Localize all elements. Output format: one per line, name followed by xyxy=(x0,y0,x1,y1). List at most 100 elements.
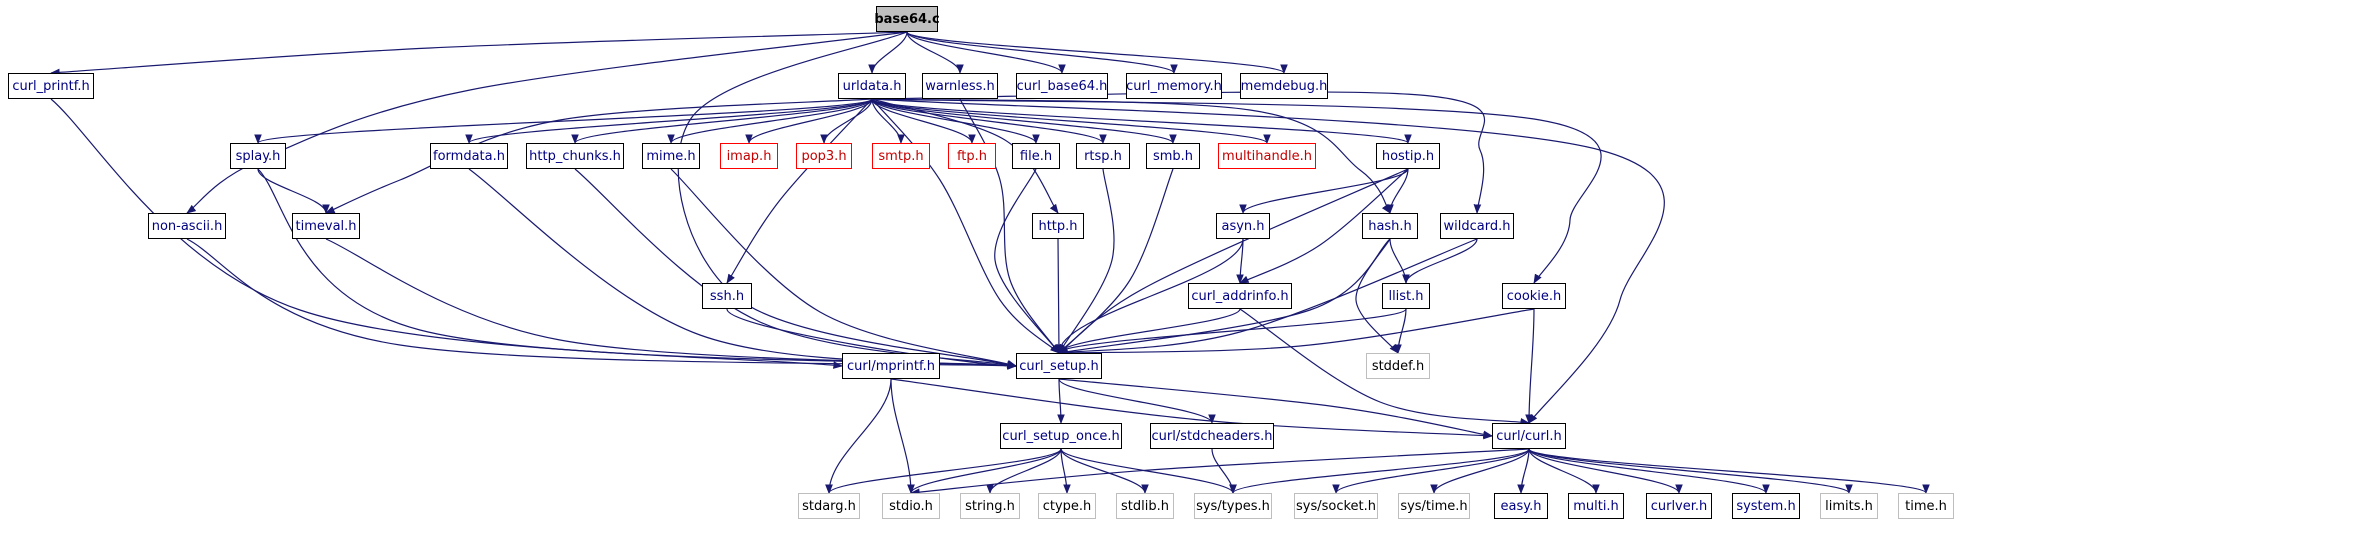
graph-node-ftp[interactable]: ftp.h xyxy=(948,143,996,169)
edge-curlcurl-to-sys_socket xyxy=(1332,448,1530,494)
graph-node-memdebug[interactable]: memdebug.h xyxy=(1240,73,1328,99)
edge-cookie-to-curlcurl xyxy=(1525,308,1535,424)
graph-node-curl_printf[interactable]: curl_printf.h xyxy=(8,73,94,99)
graph-node-base64: base64.c xyxy=(874,6,940,32)
edge-setup_once-to-stdarg xyxy=(825,448,1062,494)
graph-node-multihandle[interactable]: multihandle.h xyxy=(1218,143,1316,169)
graph-node-curl_setup[interactable]: curl_setup.h xyxy=(1016,353,1102,379)
edge-urldata-to-smtp xyxy=(871,98,905,144)
edge-urldata-to-curl_setup xyxy=(871,98,1060,354)
edge-curl_printf-to-mprintf xyxy=(50,98,843,369)
edge-curlcurl-to-curlver xyxy=(1528,448,1683,494)
graph-node-timeval[interactable]: timeval.h xyxy=(292,213,360,239)
graph-node-multi[interactable]: multi.h xyxy=(1568,493,1624,519)
graph-node-asyn[interactable]: asyn.h xyxy=(1216,213,1270,239)
edge-timeval-to-curl_setup xyxy=(325,238,1017,370)
graph-node-curlver[interactable]: curlver.h xyxy=(1646,493,1712,519)
graph-node-ssh[interactable]: ssh.h xyxy=(702,283,752,309)
edge-mprintf-to-stdio xyxy=(890,378,915,494)
edge-ssh-to-curl_setup xyxy=(726,308,1017,370)
graph-node-mprintf[interactable]: curl/mprintf.h xyxy=(842,353,940,379)
graph-node-curlcurl[interactable]: curl/curl.h xyxy=(1492,423,1566,449)
edge-setup_once-to-sys_types xyxy=(1060,448,1237,494)
graph-node-sys_time: sys/time.h xyxy=(1398,493,1470,519)
graph-node-curl_memory[interactable]: curl_memory.h xyxy=(1126,73,1222,99)
graph-node-pop3[interactable]: pop3.h xyxy=(796,143,852,169)
graph-node-hash[interactable]: hash.h xyxy=(1362,213,1418,239)
edge-curlcurl-to-sys_types xyxy=(1229,448,1530,494)
graph-node-curl_addrinfo[interactable]: curl_addrinfo.h xyxy=(1188,283,1292,309)
graph-node-http[interactable]: http.h xyxy=(1032,213,1084,239)
edge-base64-to-curl_memory xyxy=(906,31,1178,74)
edge-warnless-to-curl_setup xyxy=(959,98,1060,354)
graph-node-stdarg: stdarg.h xyxy=(798,493,860,519)
edge-urldata-to-smb xyxy=(871,98,1177,144)
edge-setup_once-to-stdlib xyxy=(1060,448,1149,494)
edge-urldata-to-mime xyxy=(667,98,873,144)
graph-node-mime[interactable]: mime.h xyxy=(642,143,700,169)
edge-llist-to-curl_setup xyxy=(1055,308,1407,354)
graph-node-urldata[interactable]: urldata.h xyxy=(838,73,906,99)
edge-hostip-to-hash xyxy=(1386,168,1409,214)
graph-node-sys_types: sys/types.h xyxy=(1194,493,1272,519)
edges-group xyxy=(50,31,1930,496)
edge-mprintf-to-stdarg xyxy=(825,378,892,494)
graph-node-smtp[interactable]: smtp.h xyxy=(872,143,930,169)
edge-hash-to-llist xyxy=(1389,238,1410,284)
edge-setup_once-to-ctype xyxy=(1060,448,1071,494)
edge-rtsp-to-curl_setup xyxy=(1058,168,1115,354)
graph-node-nonascii[interactable]: non-ascii.h xyxy=(148,213,226,239)
edge-urldata-to-hostip xyxy=(871,98,1412,144)
graph-node-splay[interactable]: splay.h xyxy=(230,143,286,169)
edge-mime-to-curl_setup xyxy=(670,168,1017,368)
edge-curlcurl-to-stdio xyxy=(910,448,1530,496)
edge-curlcurl-to-sys_time xyxy=(1430,448,1530,494)
graph-node-smb[interactable]: smb.h xyxy=(1146,143,1200,169)
edge-smb-to-curl_setup xyxy=(1058,168,1174,354)
edge-urldata-to-http xyxy=(871,98,1059,214)
graph-node-rtsp[interactable]: rtsp.h xyxy=(1076,143,1130,169)
edge-base64-to-memdebug xyxy=(906,31,1288,74)
graph-node-imap[interactable]: imap.h xyxy=(720,143,778,169)
edge-splay-to-timeval xyxy=(257,168,330,214)
edge-hostip-to-curl_setup xyxy=(1058,168,1409,354)
graph-node-llist[interactable]: llist.h xyxy=(1382,283,1430,309)
graph-node-file[interactable]: file.h xyxy=(1012,143,1060,169)
edge-urldata-to-curlcurl xyxy=(871,98,1665,424)
graph-node-system[interactable]: system.h xyxy=(1732,493,1800,519)
edge-setup_once-to-string xyxy=(986,448,1062,494)
edge-hostip-to-curl_addrinfo xyxy=(1239,168,1409,284)
edge-base64-to-urldata xyxy=(868,31,908,74)
edge-wildcard-to-curl_setup xyxy=(1058,238,1478,356)
edge-curl_setup-to-setup_once xyxy=(1057,378,1065,424)
graph-node-easy[interactable]: easy.h xyxy=(1494,493,1548,519)
edge-file-to-curl_setup xyxy=(994,168,1060,354)
graph-node-sys_socket: sys/socket.h xyxy=(1294,493,1378,519)
graph-node-wildcard[interactable]: wildcard.h xyxy=(1440,213,1514,239)
graph-node-http_chunks[interactable]: http_chunks.h xyxy=(526,143,624,169)
edge-urldata-to-multihandle xyxy=(871,98,1271,144)
edge-llist-to-stddef xyxy=(1394,308,1407,354)
edge-base64-to-curl_setup xyxy=(677,31,1017,368)
edge-cookie-to-curl_setup xyxy=(1058,308,1535,357)
graph-node-setup_once[interactable]: curl_setup_once.h xyxy=(1000,423,1122,449)
edge-urldata-to-pop3 xyxy=(820,98,873,144)
edge-mprintf-to-curlcurl xyxy=(890,378,1493,440)
edge-curlcurl-to-time xyxy=(1528,448,1930,494)
graph-node-formdata[interactable]: formdata.h xyxy=(430,143,508,169)
graph-node-stdio: stdio.h xyxy=(882,493,940,519)
graph-node-curl_base64[interactable]: curl_base64.h xyxy=(1016,73,1108,99)
edge-base64-to-curl_printf xyxy=(50,31,908,77)
graph-node-warnless[interactable]: warnless.h xyxy=(922,73,998,99)
edge-hash-to-stddef xyxy=(1355,238,1399,354)
edge-curlcurl-to-limits xyxy=(1528,448,1853,494)
graph-node-cookie[interactable]: cookie.h xyxy=(1502,283,1566,309)
edge-nonascii-to-curl_setup xyxy=(186,238,1017,370)
edge-curlcurl-to-system xyxy=(1528,448,1770,494)
graph-node-hostip[interactable]: hostip.h xyxy=(1376,143,1440,169)
edge-curl_setup-to-curlcurl xyxy=(1058,378,1493,439)
edge-urldata-to-http_chunks xyxy=(571,98,873,144)
graph-node-stdcheaders[interactable]: curl/stdcheaders.h xyxy=(1150,423,1274,449)
edge-curl_setup-to-stdcheaders xyxy=(1058,378,1216,424)
